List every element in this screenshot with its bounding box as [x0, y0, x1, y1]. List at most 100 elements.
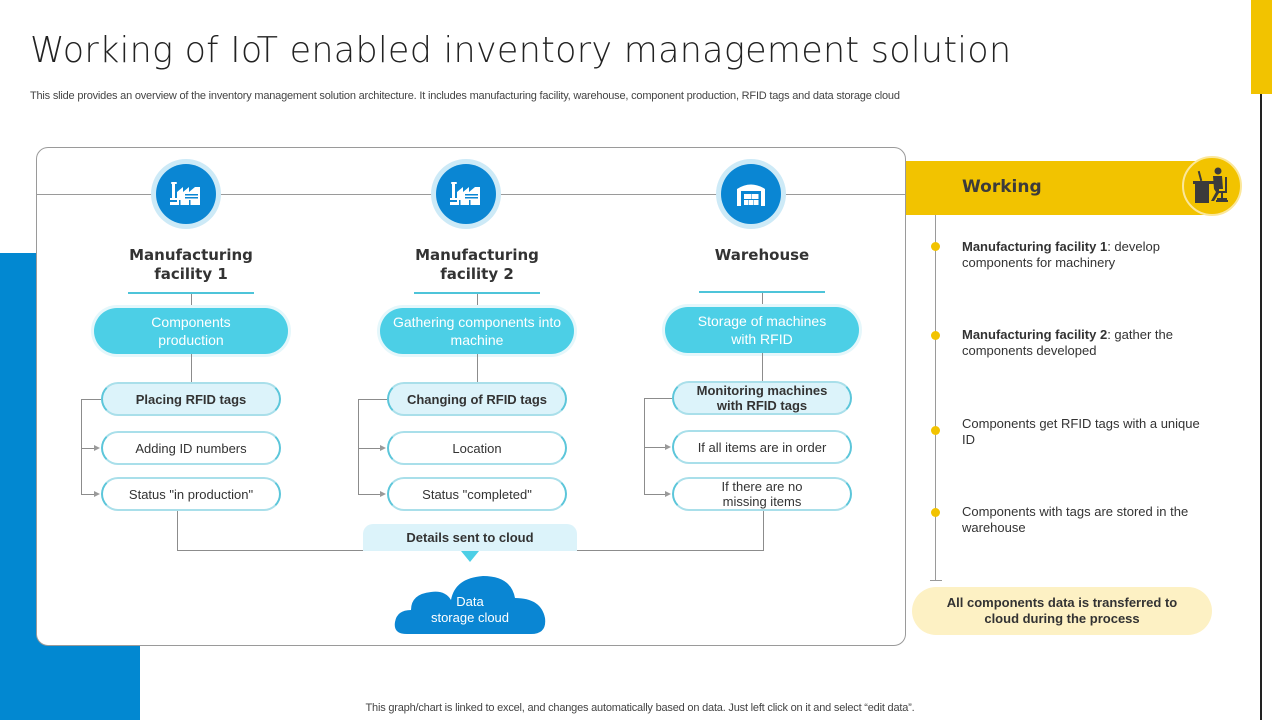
connector: [762, 293, 763, 307]
working-step-1: Manufacturing facility 1: develop compon…: [962, 239, 1202, 271]
connector: [177, 511, 178, 551]
step-2-text: : gather the components developed: [962, 327, 1173, 358]
summary-text: All components data is transferred to cl…: [946, 595, 1178, 626]
facility-1-icon-badge: [151, 159, 221, 229]
details-label-text: Details sent to cloud: [406, 530, 534, 545]
facility-2-substep-label: Location: [452, 440, 502, 456]
facility-2-title: Manufacturing facility 2: [377, 246, 577, 284]
timeline-dot: [931, 331, 940, 340]
facility-1-rfid-step: Placing RFID tags: [101, 382, 281, 416]
facility-2-rfid-step: Changing of RFID tags: [387, 382, 567, 416]
warehouse-title: Warehouse: [662, 246, 862, 265]
working-step-4: Components with tags are stored in the w…: [962, 504, 1202, 536]
footer-note: This graph/chart is linked to excel, and…: [365, 702, 915, 714]
connector: [81, 399, 101, 400]
warehouse-substep-label: If there are no missing items: [721, 479, 803, 509]
warehouse-rfid-step: Monitoring machines with RFID tags: [672, 381, 852, 415]
connector: [763, 511, 764, 551]
connector: [358, 399, 387, 400]
warehouse-substep: If there are no missing items: [672, 477, 852, 511]
facility-2-substep-label: Status "completed": [422, 486, 532, 502]
cloud-text-line2: storage cloud: [430, 610, 510, 625]
connector: [644, 447, 666, 448]
step-4-text: Components with tags are stored in the w…: [962, 504, 1189, 535]
facility-1-rfid-step-label: Placing RFID tags: [135, 391, 247, 407]
details-sent-to-cloud-label: Details sent to cloud: [363, 524, 577, 551]
facility-2-substep: Status "completed": [387, 477, 567, 511]
connector: [191, 294, 192, 308]
facility-2-title-line1: Manufacturing: [415, 246, 539, 264]
warehouse-underline: [699, 291, 825, 293]
connector: [358, 399, 359, 494]
warehouse-substep-label: If all items are in order: [697, 439, 827, 455]
facility-2-icon-badge: [431, 159, 501, 229]
warehouse-icon: [737, 184, 765, 206]
facility-1-main-step: Components production: [94, 308, 288, 354]
timeline-end: [930, 580, 942, 581]
connector: [358, 494, 381, 495]
factory-icon: [450, 182, 480, 205]
summary-callout: All components data is transferred to cl…: [912, 587, 1212, 635]
facility-1-title-line1: Manufacturing: [129, 246, 253, 264]
facility-2-main-step-label: Gathering components into machine: [392, 314, 562, 348]
facility-1-underline: [128, 292, 254, 294]
working-title: Working: [962, 177, 1042, 197]
connector: [644, 494, 666, 495]
data-storage-cloud: Data storage cloud: [393, 594, 547, 626]
connector: [477, 294, 478, 308]
pointer-triangle-icon: [461, 551, 479, 562]
working-header-bar: [906, 161, 1212, 215]
facility-1-title-line2: facility 1: [154, 265, 228, 283]
warehouse-main-step-label: Storage of machines with RFID: [697, 313, 827, 347]
arrow-icon: [94, 491, 100, 497]
step-1-bold: Manufacturing facility 1: [962, 239, 1108, 254]
arrow-icon: [380, 491, 386, 497]
cloud-icon: [394, 576, 546, 634]
arrow-icon: [665, 444, 671, 450]
factory-icon: [170, 182, 200, 205]
step-3-text: Components get RFID tags with a unique I…: [962, 416, 1200, 447]
decorative-right-rule: [1260, 94, 1262, 720]
warehouse-substep: If all items are in order: [672, 430, 852, 464]
connector: [81, 494, 95, 495]
connector: [477, 354, 478, 382]
arrow-icon: [380, 445, 386, 451]
decorative-yellow-tab: [1251, 0, 1272, 94]
working-step-3: Components get RFID tags with a unique I…: [962, 416, 1202, 448]
warehouse-title-line1: Warehouse: [714, 246, 810, 264]
page-title: Working of IoT enabled inventory managem…: [30, 30, 1012, 71]
facility-1-title: Manufacturing facility 1: [91, 246, 291, 284]
facility-2-main-step: Gathering components into machine: [380, 308, 574, 354]
warehouse-icon-badge: [716, 159, 786, 229]
connector: [81, 399, 82, 494]
worker-icon-badge: [1182, 156, 1242, 216]
warehouse-main-step: Storage of machines with RFID: [665, 307, 859, 353]
facility-1-substep: Adding ID numbers: [101, 431, 281, 465]
connector: [358, 448, 381, 449]
connector: [762, 353, 763, 381]
facility-1-substep: Status "in production": [101, 477, 281, 511]
facility-2-underline: [414, 292, 540, 294]
facility-1-substep-label: Status "in production": [128, 486, 254, 502]
cloud-text-line1: Data: [456, 594, 484, 609]
facility-2-rfid-step-label: Changing of RFID tags: [406, 391, 548, 407]
working-step-2: Manufacturing facility 2: gather the com…: [962, 327, 1202, 359]
timeline-dot: [931, 426, 940, 435]
timeline-dot: [931, 242, 940, 251]
arrow-icon: [665, 491, 671, 497]
arrow-icon: [94, 445, 100, 451]
connector: [644, 398, 672, 399]
step-2-bold: Manufacturing facility 2: [962, 327, 1108, 342]
warehouse-rfid-step-label: Monitoring machines with RFID tags: [696, 383, 828, 413]
person-at-desk-icon: [1193, 167, 1228, 203]
page-subtitle: This slide provides an overview of the i…: [30, 90, 900, 102]
facility-1-main-step-label: Components production: [151, 314, 231, 348]
facility-1-substep-label: Adding ID numbers: [135, 440, 247, 456]
facility-2-substep: Location: [387, 431, 567, 465]
timeline-dot: [931, 508, 940, 517]
connector: [191, 354, 192, 382]
connector: [81, 448, 95, 449]
timeline-line: [935, 215, 936, 581]
step-1-text: : develop components for machinery: [962, 239, 1160, 270]
connector: [644, 398, 645, 494]
